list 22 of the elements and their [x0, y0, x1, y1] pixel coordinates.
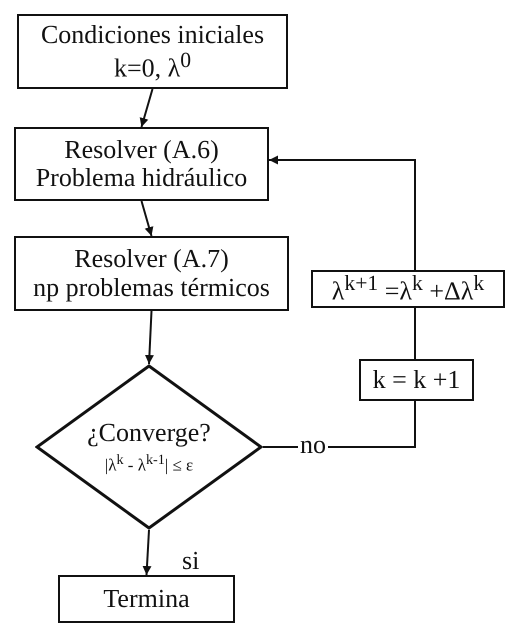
process-box: [17, 14, 288, 89]
formula-text: |λ$^{k}$ - λ$^{k-1}$| ≤ ε: [104, 453, 194, 476]
process-box: [14, 127, 269, 201]
process-box: [359, 359, 474, 401]
process-box: [311, 270, 505, 308]
node-text: λ$^{k+1}$ =λ$^{k}$ +Δλ$^{k}$: [332, 272, 484, 306]
arrow: [269, 156, 416, 270]
node-text: np problemas térmicos: [33, 274, 270, 302]
node-text: ¿Converge?: [87, 418, 211, 448]
arrow: [140, 88, 154, 128]
node-text: Problema hidráulico: [36, 164, 248, 192]
arrow: [140, 200, 154, 236]
node-text: k = k +1: [372, 366, 460, 394]
arrow: [144, 310, 154, 364]
node-text: Resolver (A.6): [64, 136, 219, 164]
node-text: Resolver (A.7): [74, 245, 229, 274]
node-text: Condiciones iniciales: [40, 20, 264, 49]
process-box: [58, 575, 235, 623]
arrow: [142, 530, 152, 576]
process-box: [14, 236, 289, 311]
node-text: k=0, λ$^{0}$: [114, 48, 192, 82]
node-text: Termina: [103, 584, 190, 614]
